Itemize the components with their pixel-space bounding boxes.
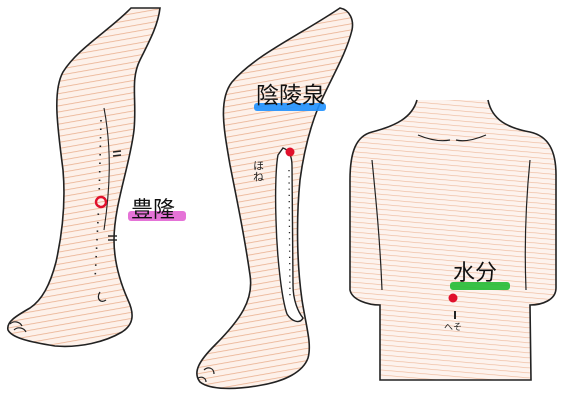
suibun-label: 水分	[453, 261, 497, 286]
inner-leg-outline	[197, 8, 353, 388]
acupoint-suibun	[449, 294, 458, 303]
navel-note: へそ	[444, 322, 462, 333]
back-figure: へそ 水分	[350, 100, 556, 380]
front-leg-figure: 豊隆	[8, 8, 186, 346]
front-leg-outline	[8, 8, 160, 346]
bone-note: ほね	[252, 160, 265, 182]
acupoint-inryousen	[286, 148, 295, 157]
hourong-label: 豊隆	[131, 198, 175, 223]
inner-leg-figure: ほね 陰陵泉	[197, 8, 353, 388]
inryousen-label: 陰陵泉	[256, 83, 325, 109]
